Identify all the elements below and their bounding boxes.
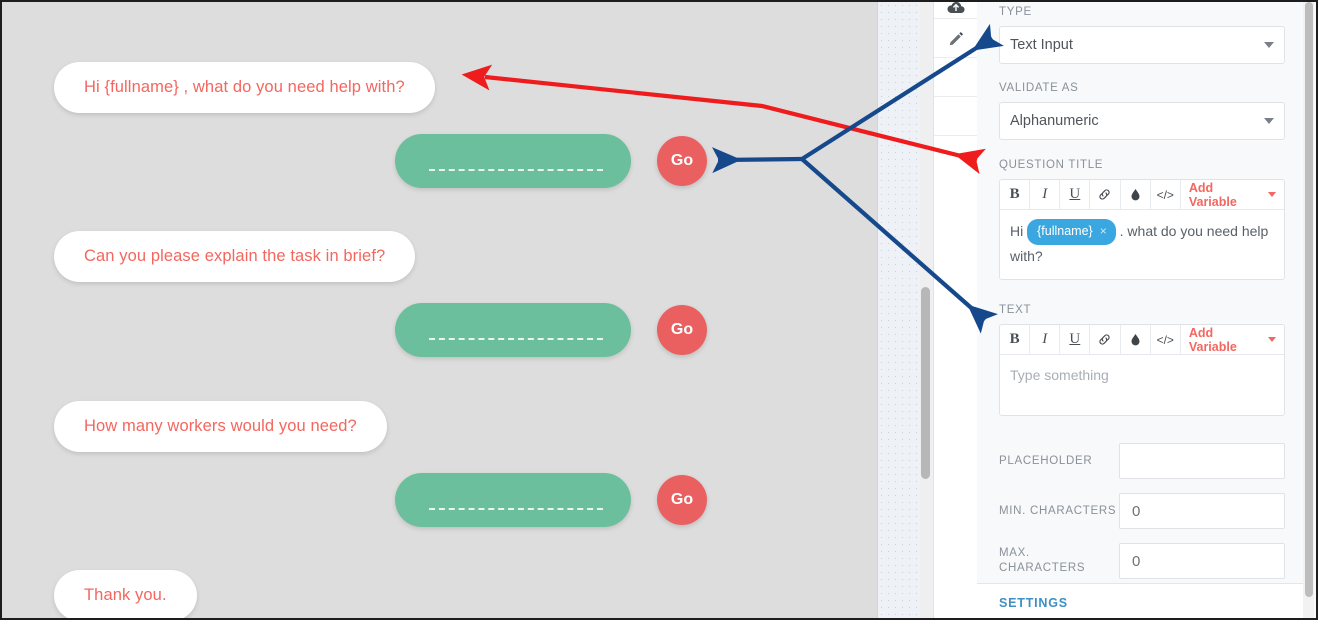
answer-input-bubble[interactable]: [395, 473, 631, 527]
chat-message-answer-1: Go: [395, 134, 707, 188]
question-title-label: QUESTION TITLE: [999, 159, 1104, 171]
variable-chip-fullname[interactable]: {fullname} ×: [1027, 219, 1116, 245]
chevron-down-icon: [1264, 42, 1274, 48]
add-variable-label: Add Variable: [1188, 180, 1237, 209]
placeholder-label: PLACEHOLDER: [999, 454, 1093, 467]
text-toolbar: B I U: [1000, 325, 1284, 355]
bold-button[interactable]: B: [1000, 180, 1031, 209]
cloud-upload-icon[interactable]: [934, 2, 978, 19]
min-characters-label: MIN. CHARACTERS: [999, 504, 1117, 517]
question-properties-panel: TYPE Text Input VALIDATE AS Alphanumeric…: [977, 2, 1316, 618]
field-group-constraints: PLACEHOLDER MIN. CHARACTERS 0 MAX. CHARA…: [977, 416, 1307, 579]
answer-input-bubble[interactable]: [395, 303, 631, 357]
chat-message-bot-4: Thank you.: [54, 570, 197, 618]
settings-label: SETTINGS: [999, 596, 1068, 610]
field-type: TYPE Text Input: [977, 2, 1307, 64]
properties-scroll-area: TYPE Text Input VALIDATE AS Alphanumeric…: [977, 2, 1307, 593]
question-title-content[interactable]: Hi {fullname} × . what do you need help …: [1000, 210, 1284, 279]
canvas-scrollbar-thumb[interactable]: [921, 287, 930, 479]
chat-preview-canvas: Hi {fullname} , what do you need help wi…: [2, 2, 877, 618]
rail-cell-empty-1[interactable]: [934, 58, 978, 97]
close-icon[interactable]: ×: [1099, 224, 1107, 238]
droplet-icon[interactable]: [1121, 180, 1151, 209]
validate-as-select-value: Alphanumeric: [1010, 113, 1099, 129]
go-button[interactable]: Go: [657, 136, 707, 186]
field-max-characters: MAX. CHARACTERS 0: [999, 543, 1285, 579]
min-characters-input[interactable]: 0: [1119, 493, 1285, 529]
validate-as-select[interactable]: Alphanumeric: [999, 102, 1285, 140]
question-title-toolbar: B I U: [1000, 180, 1284, 210]
code-button[interactable]: </>: [1151, 180, 1181, 209]
chevron-down-icon: [1268, 192, 1276, 197]
field-text: TEXT B I U: [977, 280, 1307, 416]
code-button[interactable]: </>: [1151, 325, 1181, 354]
underline-button[interactable]: U: [1060, 180, 1091, 209]
max-characters-input[interactable]: 0: [1119, 543, 1285, 579]
italic-button[interactable]: I: [1030, 325, 1061, 354]
type-select[interactable]: Text Input: [999, 26, 1285, 64]
underline-button[interactable]: U: [1060, 325, 1091, 354]
go-button[interactable]: Go: [657, 305, 707, 355]
field-min-characters: MIN. CHARACTERS 0: [999, 493, 1285, 529]
chat-message-bot-2: Can you please explain the task in brief…: [54, 231, 416, 282]
chevron-down-icon: [1268, 337, 1276, 342]
text-editor: B I U: [999, 324, 1285, 416]
link-icon[interactable]: [1090, 325, 1121, 354]
question-title-editor: B I U: [999, 179, 1285, 280]
chat-message-bot-3: How many workers would you need?: [54, 401, 387, 452]
type-label: TYPE: [999, 6, 1032, 18]
answer-input-bubble[interactable]: [395, 134, 631, 188]
settings-section[interactable]: SETTINGS: [977, 583, 1307, 618]
rail-cell-empty-2[interactable]: [934, 97, 978, 136]
chat-message-bot-1: Hi {fullname} , what do you need help wi…: [54, 62, 435, 113]
droplet-icon[interactable]: [1121, 325, 1151, 354]
variable-chip-label: {fullname}: [1037, 224, 1093, 238]
link-icon[interactable]: [1090, 180, 1121, 209]
validate-as-label: VALIDATE AS: [999, 82, 1079, 94]
panel-scrollbar-thumb[interactable]: [1305, 2, 1313, 597]
field-question-title: QUESTION TITLE B I U: [977, 140, 1307, 280]
italic-button[interactable]: I: [1030, 180, 1061, 209]
field-validate-as: VALIDATE AS Alphanumeric: [977, 64, 1307, 140]
question-title-prefix: Hi: [1010, 223, 1024, 239]
field-placeholder: PLACEHOLDER: [999, 443, 1285, 479]
tool-icon-rail: [933, 2, 979, 618]
bot-bubble-text: Thank you.: [54, 570, 197, 618]
text-content-input[interactable]: Type something: [1010, 367, 1109, 383]
type-select-value: Text Input: [1010, 37, 1073, 53]
chevron-down-icon: [1264, 118, 1274, 124]
add-variable-button[interactable]: Add Variable: [1181, 326, 1284, 354]
chat-message-answer-3: Go: [395, 473, 707, 527]
question-title-suffix: . what do you need help with?: [1010, 223, 1269, 264]
pencil-icon[interactable]: [934, 19, 978, 58]
add-variable-button[interactable]: Add Variable: [1181, 181, 1284, 209]
placeholder-input[interactable]: [1119, 443, 1285, 479]
bold-button[interactable]: B: [1000, 325, 1031, 354]
text-label: TEXT: [999, 304, 1032, 316]
chat-message-answer-2: Go: [395, 303, 707, 357]
bot-bubble-text: How many workers would you need?: [54, 401, 387, 452]
go-button[interactable]: Go: [657, 475, 707, 525]
bot-bubble-text: Hi {fullname} , what do you need help wi…: [54, 62, 435, 113]
add-variable-label: Add Variable: [1188, 325, 1237, 354]
max-characters-label: MAX. CHARACTERS: [999, 547, 1086, 574]
bot-bubble-text: Can you please explain the task in brief…: [54, 231, 416, 282]
